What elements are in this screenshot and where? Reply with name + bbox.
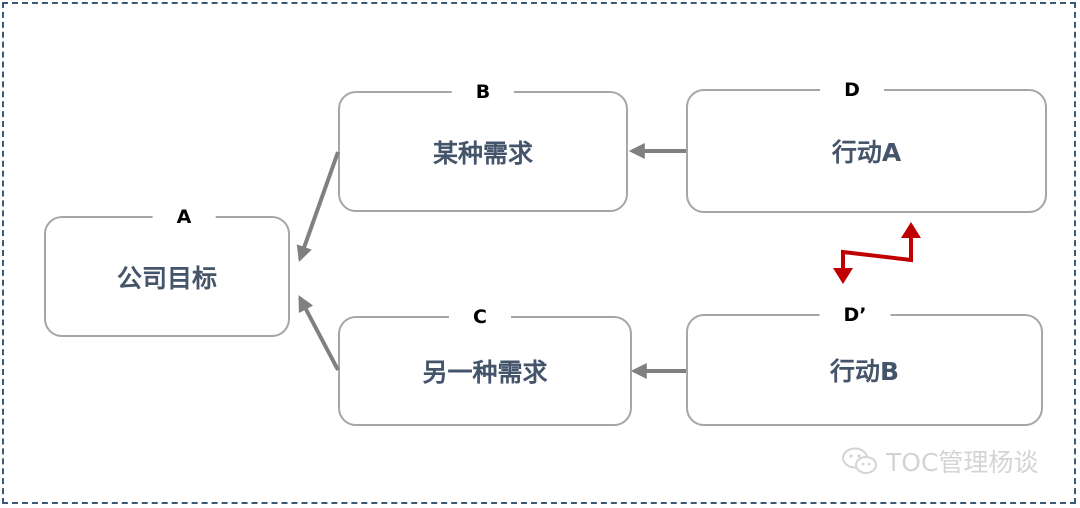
arrow-c-to-a xyxy=(298,295,340,371)
box-action-a: D 行动A xyxy=(686,79,1047,213)
box-company-goal: A 公司目标 xyxy=(44,206,290,337)
box-need-b: B 某种需求 xyxy=(338,81,628,212)
box-need-b-label: 某种需求 xyxy=(432,138,533,168)
box-action-b-label: 行动B xyxy=(829,357,900,386)
box-need-c-label: 另一种需求 xyxy=(422,358,548,387)
watermark: TOC管理杨谈 xyxy=(840,443,1038,479)
tag-b: B xyxy=(451,81,515,103)
tag-c: C xyxy=(449,306,511,328)
tag-d-prime: D’ xyxy=(819,304,891,326)
wechat-icon xyxy=(842,447,877,474)
tag-d: D xyxy=(820,79,884,101)
conflict-arrow xyxy=(833,222,921,284)
box-company-goal-label: 公司目标 xyxy=(116,263,217,293)
box-action-a-label: 行动A xyxy=(831,138,902,167)
watermark-text: TOC管理杨谈 xyxy=(886,448,1039,477)
box-need-c: C 另一种需求 xyxy=(338,306,632,426)
arrow-b-to-a xyxy=(296,151,340,263)
tag-a: A xyxy=(152,206,216,228)
box-action-b: D’ 行动B xyxy=(686,304,1043,426)
